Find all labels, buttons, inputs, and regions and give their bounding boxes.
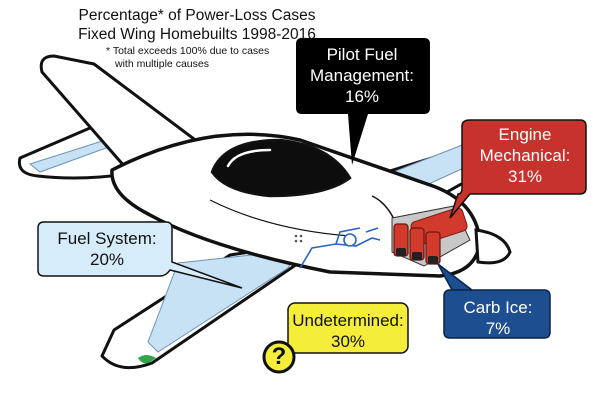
pilot-fuel-value: 16% [344,87,380,106]
carb-ice-callout: Carb Ice: 7% [449,297,547,339]
footnote: * Total exceeds 100% due to cases with m… [106,45,269,71]
question-circle [262,340,296,374]
carb-ice-callout-box [437,263,551,339]
pilot-fuel-label-1: Pilot Fuel [326,45,398,64]
fuel-system-callout: Fuel System: 20% [46,228,168,270]
carb-ice-label: Carb Ice: [463,298,533,317]
fuel-lines [299,227,381,269]
carb-ice-value: 7% [485,319,511,338]
engine-label-1: Engine [498,125,552,144]
title-line-2: Fixed Wing Homebuilts 1998-2016 [78,26,316,43]
fuel-system-label: Fuel System: [57,229,157,248]
fuel-system-callout-box [37,221,243,289]
footnote-line-1: * Total exceeds 100% due to cases [106,45,270,57]
title-line-1: Percentage* of Power-Loss Cases [78,7,316,24]
fuselage-panel-line [209,199,351,237]
engine-value: 31% [507,167,543,186]
engine [391,205,471,267]
undetermined-label: Undetermined: [292,311,404,330]
undetermined-callout-box [287,302,409,354]
engine-callout: Engine Mechanical: 31% [466,124,584,187]
footnote-line-2: with multiple causes [115,58,209,70]
fuel-system-value: 20% [89,250,125,269]
left-wingtip [138,355,156,364]
engine-label-2: Mechanical: [479,146,571,165]
diagram-title: Percentage* of Power-Loss Cases Fixed Wi… [62,6,332,44]
pilot-fuel-callout: Pilot Fuel Management: 16% [298,44,426,107]
static-port-dots [294,234,303,243]
undetermined-callout: Undetermined: 30% [292,310,404,352]
question-mark-icon: ? [271,343,287,370]
propeller-spinner [474,228,512,265]
undetermined-value: 30% [330,332,366,351]
fuselage [110,132,482,278]
pilot-fuel-label-2: Management: [310,66,414,85]
pilot-fuel-callout-box [296,38,430,165]
canopy-highlight [226,148,272,168]
canopy [210,138,352,198]
engine-callout-box [449,119,587,219]
